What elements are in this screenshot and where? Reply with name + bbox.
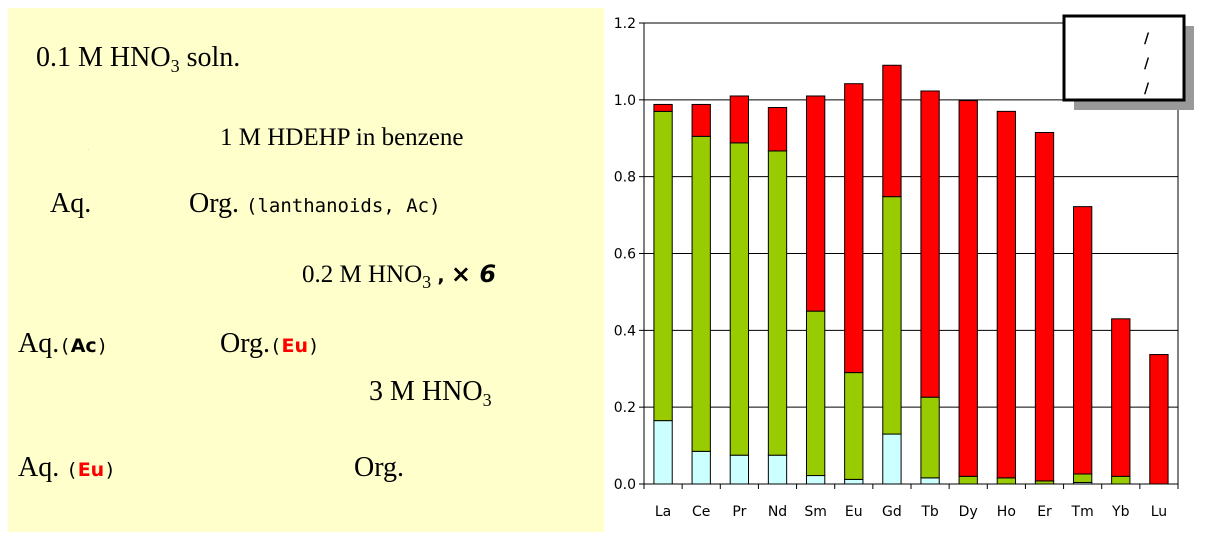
x-tick-label: Lu bbox=[1151, 504, 1167, 520]
procedure-panel: 0.1 M HNO3 soln. . 1 M HDEHP in benzene … bbox=[8, 8, 604, 532]
aq-phase-1: Aq. bbox=[50, 188, 92, 219]
org-phase-2: Org.(Eu) bbox=[220, 328, 320, 359]
x-tick-label: Eu bbox=[845, 504, 863, 520]
bar-segment-2 bbox=[996, 477, 1017, 485]
bar-segment-3 bbox=[844, 83, 864, 374]
bar-segment-3 bbox=[1149, 354, 1169, 485]
bar-segment-3 bbox=[767, 107, 788, 152]
y-tick-label: 0.2 bbox=[614, 400, 636, 416]
bar-segment-3 bbox=[729, 95, 750, 144]
y-axis-ticks: 0.0 0.2 0.4 0.6 0.8 1.0 1.2 bbox=[614, 16, 644, 493]
bar-segment-1 bbox=[653, 420, 673, 485]
bar-segment-2 bbox=[920, 396, 940, 479]
y-tick-label: 0.6 bbox=[614, 247, 636, 263]
x-tick-label: Dy bbox=[959, 504, 978, 520]
bar-segment-2 bbox=[805, 310, 826, 477]
bar-segment-1 bbox=[844, 478, 864, 485]
x-tick-label: Gd bbox=[882, 504, 902, 520]
bar-segment-2 bbox=[691, 135, 711, 452]
x-tick-label: Ce bbox=[692, 504, 710, 520]
aq-phase-3: Aq. (Eu) bbox=[18, 452, 116, 483]
extractant-label: 1 M HDEHP in benzene bbox=[220, 124, 464, 151]
bar-segment-2 bbox=[958, 475, 978, 485]
bar-segment-1 bbox=[882, 433, 902, 485]
bar-segment-2 bbox=[844, 372, 864, 480]
x-tick-label: Pr bbox=[732, 504, 746, 520]
x-tick-label: Er bbox=[1037, 504, 1052, 520]
wash-step-label: 0.2 M HNO3 , × 6 bbox=[302, 260, 497, 292]
org-phase-3: Org. bbox=[354, 452, 405, 483]
x-tick-label: Tm bbox=[1071, 504, 1094, 520]
y-tick-label: 1.0 bbox=[614, 93, 636, 109]
bar-segment-1 bbox=[920, 477, 940, 485]
x-tick-label: Nd bbox=[768, 504, 787, 520]
x-axis-ticks: La Ce Pr Nd Sm Eu Gd Tb Dy Ho Er Tm Yb Lu bbox=[643, 484, 1179, 520]
legend-box bbox=[1062, 14, 1186, 102]
bar-segment-3 bbox=[882, 64, 902, 198]
chart-bars bbox=[653, 64, 1169, 485]
bar-segment-2 bbox=[1111, 475, 1131, 485]
strip-step-label: 3 M HNO3 bbox=[369, 376, 492, 410]
bar-segment-3 bbox=[691, 103, 711, 137]
bar-segment-3 bbox=[653, 103, 673, 112]
x-tick-label: La bbox=[655, 504, 671, 520]
x-tick-label: Yb bbox=[1111, 504, 1130, 520]
x-tick-label: Tb bbox=[920, 504, 939, 520]
legend-entry-1: / bbox=[1144, 31, 1150, 47]
bar-segment-3 bbox=[958, 100, 978, 477]
bar-segment-1 bbox=[691, 450, 711, 485]
bar-segment-2 bbox=[653, 110, 673, 422]
bar-segment-3 bbox=[1072, 206, 1093, 475]
bar-segment-2 bbox=[767, 150, 788, 456]
bar-segment-3 bbox=[1111, 318, 1131, 477]
legend-entry-2: / bbox=[1144, 56, 1150, 72]
y-tick-label: 1.2 bbox=[614, 16, 636, 32]
bar-segment-3 bbox=[920, 90, 940, 398]
bar-segment-1 bbox=[805, 475, 826, 485]
chart-legend: / / / bbox=[1062, 14, 1194, 110]
x-tick-label: Sm bbox=[804, 504, 827, 520]
dot-mark: . bbox=[88, 147, 89, 151]
stacked-bar-chart: 0.0 0.2 0.4 0.6 0.8 1.0 1.2 La Ce Pr Nd Sm Eu Gd Tb Dy… bbox=[614, 14, 1194, 520]
x-tick-label: Ho bbox=[997, 504, 1016, 520]
feed-solution-label: 0.1 M HNO3 soln. bbox=[36, 42, 241, 76]
aq-phase-2: Aq.(Ac) bbox=[18, 328, 109, 359]
bar-segment-3 bbox=[805, 95, 826, 312]
y-tick-label: 0.8 bbox=[614, 170, 636, 186]
legend-entry-3: / bbox=[1144, 81, 1150, 97]
y-tick-label: 0.0 bbox=[614, 477, 636, 493]
bar-segment-2 bbox=[1072, 473, 1093, 483]
y-tick-label: 0.4 bbox=[614, 323, 636, 339]
bar-segment-1 bbox=[729, 454, 750, 485]
bar-segment-2 bbox=[729, 142, 750, 456]
bar-segment-1 bbox=[767, 454, 788, 485]
org-phase-1: Org. (lanthanoids, Ac) bbox=[189, 188, 441, 219]
bar-segment-3 bbox=[1034, 131, 1055, 482]
bar-segment-3 bbox=[996, 110, 1017, 479]
bar-segment-2 bbox=[882, 196, 902, 435]
